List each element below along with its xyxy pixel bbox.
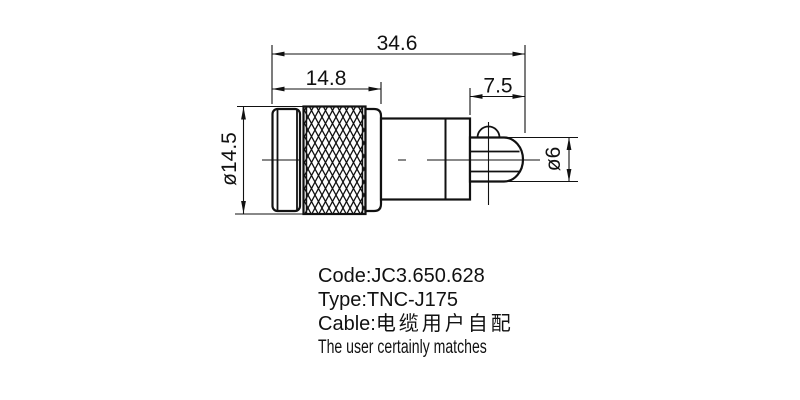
note-line: The user certainly matches [318,337,487,358]
dimension-text-front-length: 14.8 [306,67,347,90]
dimension-text-rear-length: 7.5 [483,75,512,98]
dimension-rear-diameter: ø6 [508,136,578,183]
step-ring [364,107,383,213]
arrowhead-bottom [241,201,246,214]
dimension-front-length: 14.8 [272,67,382,104]
cable-label: Cable: [318,313,376,335]
arrowhead-bottom [566,169,572,182]
main-body [379,117,472,201]
arrowhead-right [512,51,525,57]
centerlines [262,122,540,205]
title-block: Code:JC3.650.628 Type:TNC-J175 Cable:电缆用… [318,264,546,360]
code-line: Code:JC3.650.628 [318,265,485,287]
arrowhead-left [272,51,285,57]
arrowhead-top [566,137,572,150]
arrowhead-left [272,86,285,92]
connector-outline [271,105,525,216]
cable-line: Cable:电缆用户自配 [318,312,546,336]
cable-value: 电缆用户自配 [375,313,514,335]
arrowhead-left [470,94,483,99]
dimension-text-rear-diameter: ø6 [542,147,565,172]
type-line: Type:TNC-J175 [318,289,459,311]
dimension-rear-length: 7.5 [469,75,525,115]
dimension-text-overall: 34.6 [377,32,418,55]
dimension-overall-length: 34.6 [271,32,526,133]
dimension-front-diameter: ø14.5 [218,105,304,215]
knurl-section [302,105,367,216]
arrowhead-right [368,86,381,92]
dimension-text-front-diameter: ø14.5 [218,132,241,186]
arrowhead-top [241,107,246,120]
arrowhead-right [512,94,525,99]
